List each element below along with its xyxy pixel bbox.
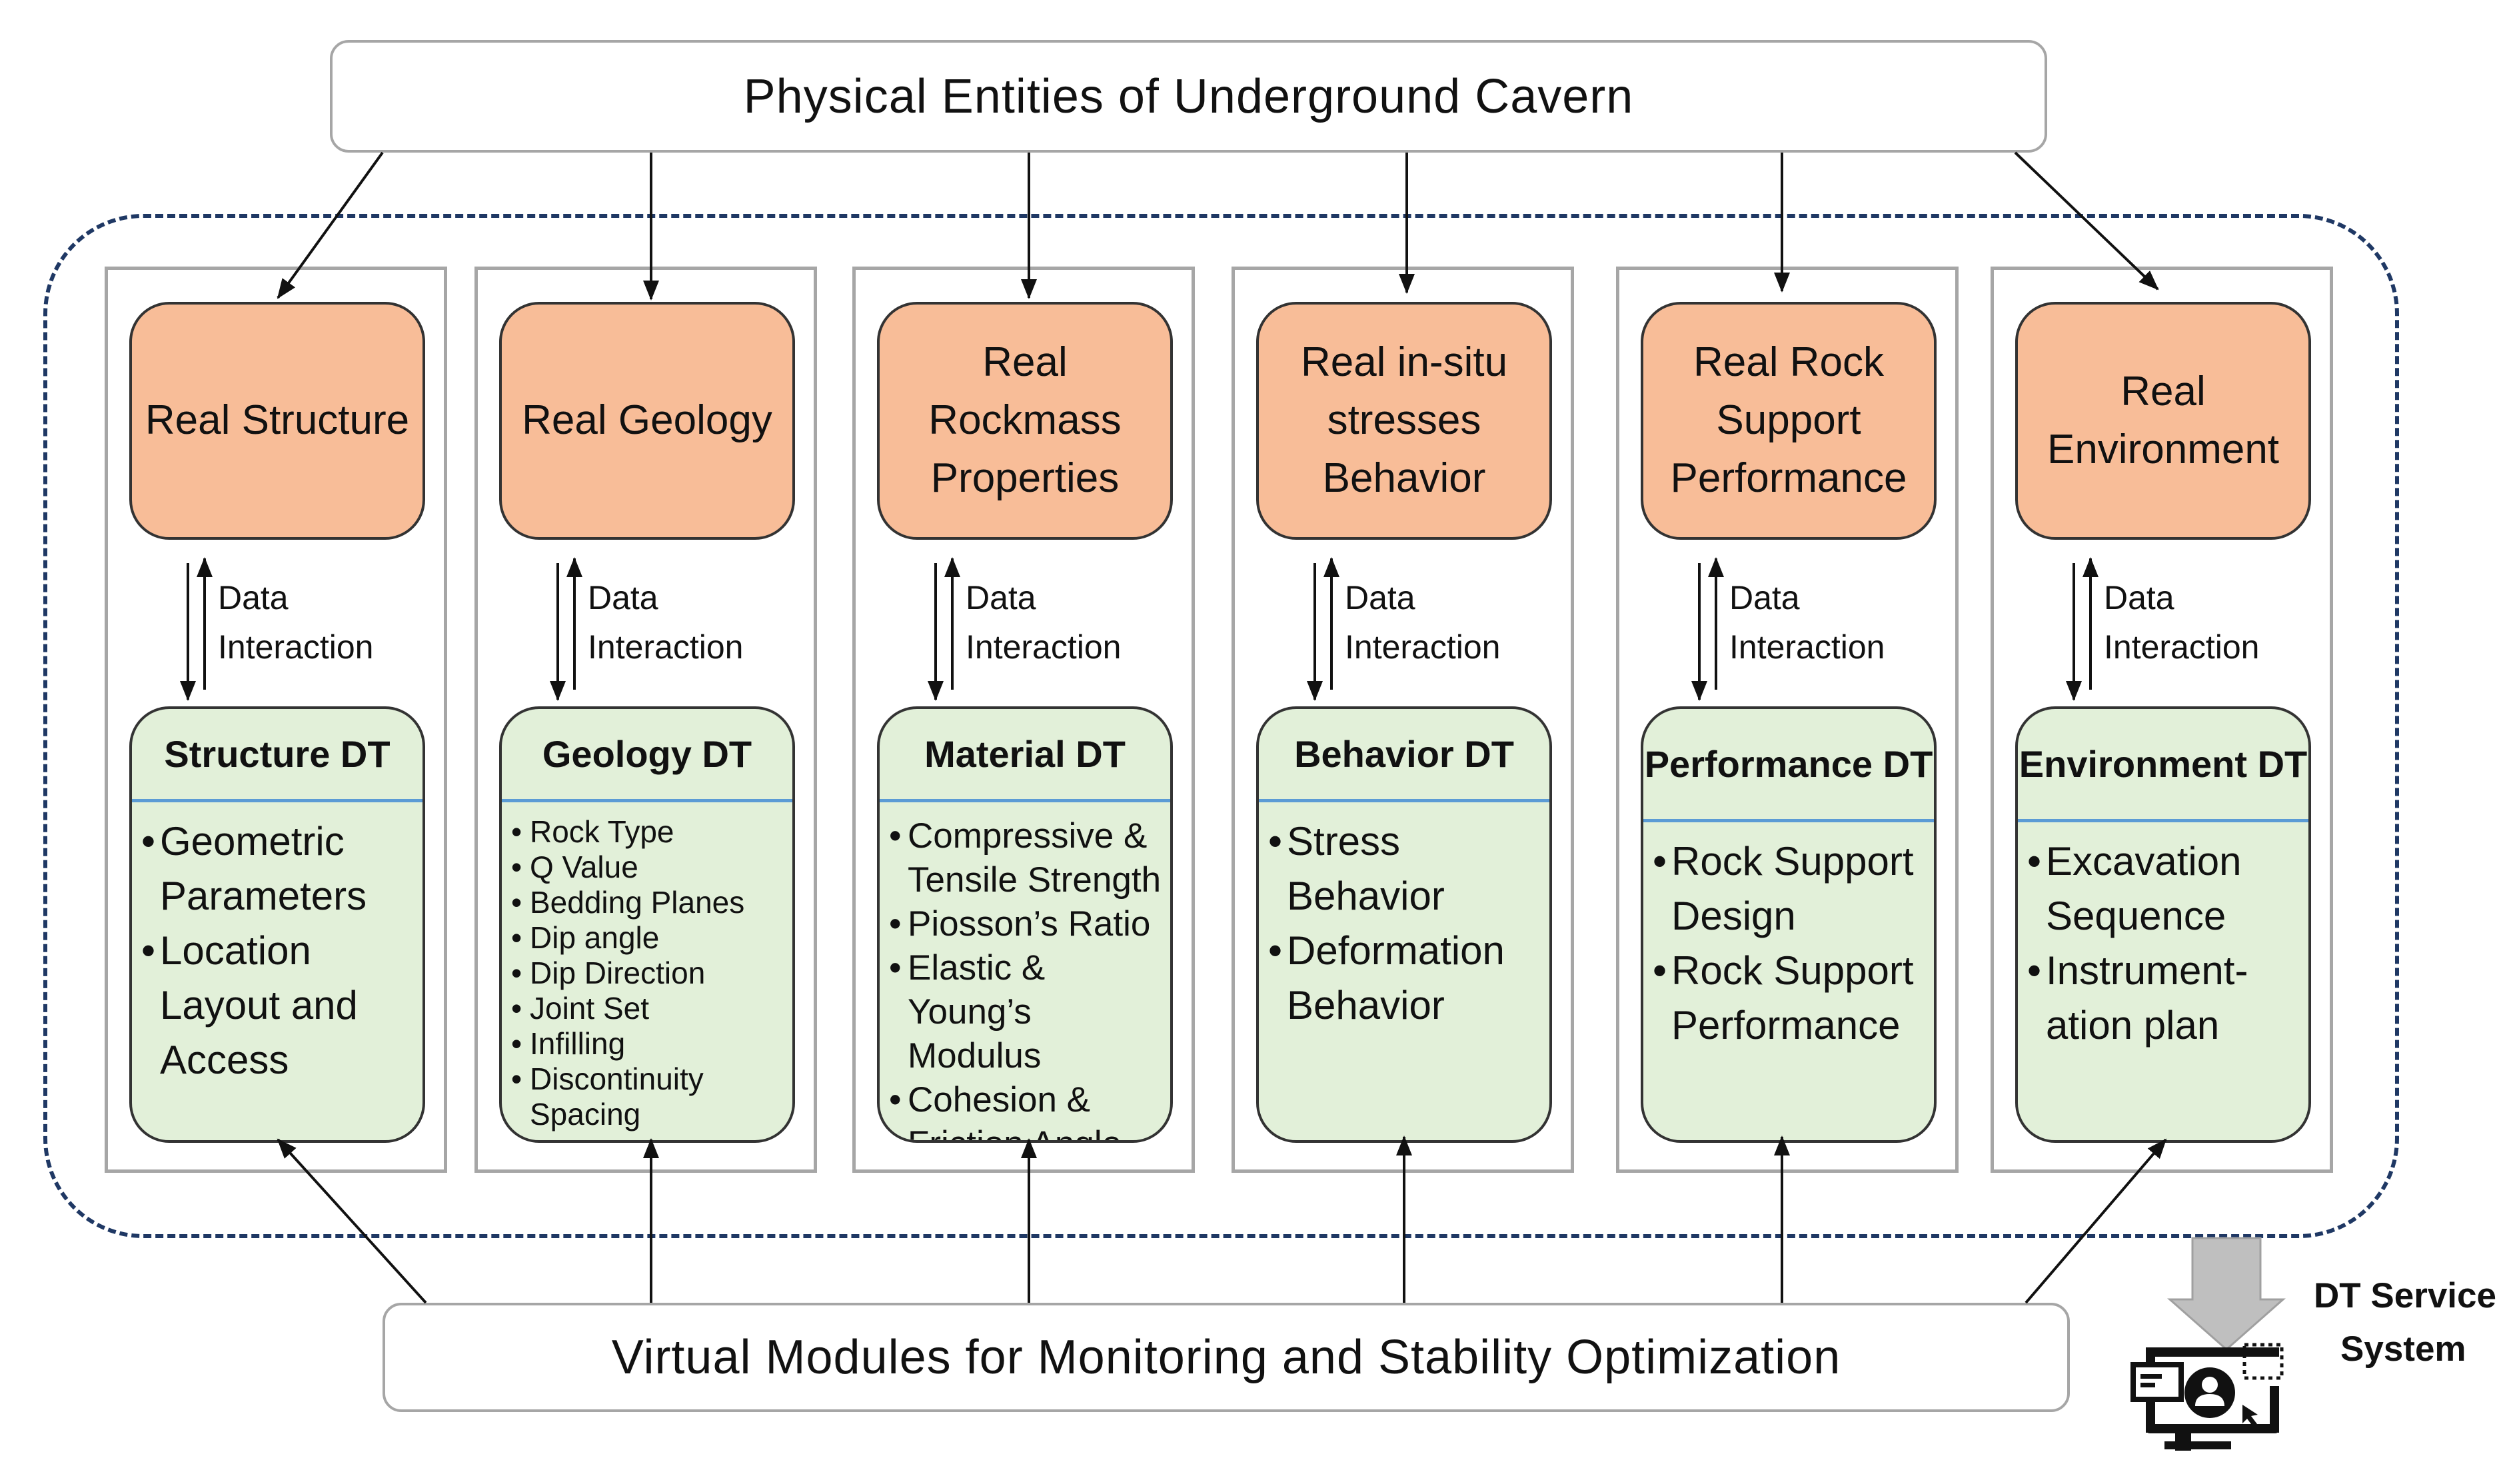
real-stresses-box: Real in-situ stresses Behavior [1256,302,1552,540]
list-item: Discontinuity Spacing [511,1062,790,1132]
dt-title: Structure DT [132,709,422,802]
real-label: Real in-situ stresses Behavior [1300,339,1508,501]
list-item: Bedding Planes [511,885,790,920]
real-label: Real Structure [145,397,410,444]
real-label: Real Geology [522,397,772,444]
real-label: Real Rock Support Performance [1670,339,1907,501]
arrow-bottom-to-structure [277,1138,427,1304]
real-label: Real Rockmass Properties [928,339,1122,501]
list-item: Dip Direction [511,956,790,991]
performance-dt-box: Performance DT Rock Support Design Rock … [1641,706,1937,1143]
dt-items: Rock Support Design Rock Support Perform… [1643,822,1934,1053]
real-environment-box: Real Environment [2015,302,2311,540]
list-item: Compressive & Tensile Strength [889,814,1168,902]
material-dt-box: Material DT Compressive & Tensile Streng… [877,706,1173,1143]
digital-twin-boundary [43,214,2399,1238]
real-rockmass-box: Real Rockmass Properties [877,302,1173,540]
dt-items: Excavation Sequence Instrument-ation pla… [2018,822,2308,1053]
arrow-top-to-environment [2014,151,2159,291]
dt-title: Geology DT [502,709,792,802]
dt-items: Geometric Parameters Location Layout and… [132,802,422,1088]
dt-title: Behavior DT [1259,709,1549,802]
list-item: Deformation Behavior [1268,924,1547,1033]
arrow-bottom-to-environment [2025,1138,2167,1304]
real-label: Real Environment [2047,368,2280,472]
list-item: Joint Set [511,991,790,1026]
list-item: Dip angle [511,920,790,956]
virtual-modules-box: Virtual Modules for Monitoring and Stabi… [383,1303,2070,1412]
list-item: Elastic & Young’s Modulus [889,946,1168,1078]
dt-service-system-label: DT Service System [2314,1276,2496,1369]
monitor-user-icon [2130,1343,2284,1451]
dt-items: Compressive & Tensile Strength Piosson’s… [880,802,1170,1140]
service-arrow [2167,1237,2286,1351]
list-item: Instrument-ation plan [2027,944,2306,1053]
real-structure-box: Real Structure [129,302,425,540]
dt-title: Environment DT [2018,709,2308,822]
virtual-modules-title: Virtual Modules for Monitoring and Stabi… [611,1331,1841,1384]
list-item: Infilling [511,1026,790,1062]
environment-dt-box: Environment DT Excavation Sequence Instr… [2015,706,2311,1143]
dt-items: Stress Behavior Deformation Behavior [1259,802,1549,1033]
list-item: Rock Support Design [1653,834,1931,944]
list-item: Rock Type [511,814,790,850]
dt-title: Material DT [880,709,1170,802]
behavior-dt-box: Behavior DT Stress Behavior Deformation … [1256,706,1552,1143]
geology-dt-box: Geology DT Rock Type Q Value Bedding Pla… [499,706,795,1143]
list-item: Piosson’s Ratio [889,902,1168,946]
dt-items: Rock Type Q Value Bedding Planes Dip ang… [502,802,792,1132]
physical-entities-box: Physical Entities of Underground Cavern [330,40,2047,153]
dt-title: Performance DT [1643,709,1934,822]
list-item: Stress Behavior [1268,814,1547,924]
real-geology-box: Real Geology [499,302,795,540]
list-item: Location Layout and Access [141,924,420,1088]
list-item: Geometric Parameters [141,814,420,924]
list-item: Cohesion & Friction Angle [889,1078,1168,1140]
physical-entities-title: Physical Entities of Underground Cavern [743,69,1634,123]
list-item: Q Value [511,850,790,885]
arrow-top-to-structure [277,151,384,299]
structure-dt-box: Structure DT Geometric Parameters Locati… [129,706,425,1143]
list-item: Rock Support Performance [1653,944,1931,1053]
list-item: Excavation Sequence [2027,834,2306,944]
real-support-box: Real Rock Support Performance [1641,302,1937,540]
